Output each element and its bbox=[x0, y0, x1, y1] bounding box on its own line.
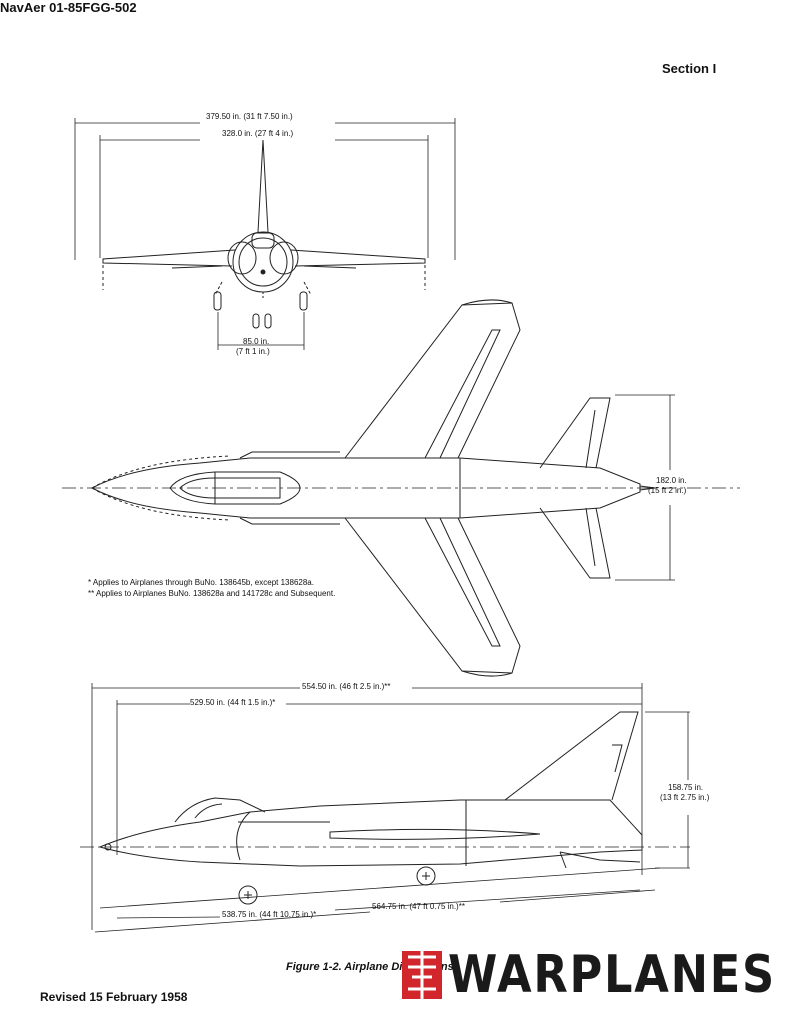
front-span-overall-label: 379.50 in. (31 ft 7.50 in.) bbox=[206, 112, 293, 121]
plan-view bbox=[62, 299, 740, 677]
note-2-mark: ** bbox=[88, 589, 95, 598]
watermark-logo-icon bbox=[402, 951, 442, 999]
note-2-text: Applies to Airplanes BuNo. 138628a and 1… bbox=[96, 589, 336, 598]
length-overall-1-label: 554.50 in. (46 ft 2.5 in.)** bbox=[302, 682, 391, 691]
watermark-text: WARPLANES bbox=[448, 945, 776, 1005]
front-span-wing-label: 328.0 in. (27 ft 4 in.) bbox=[222, 129, 294, 138]
height-label-1: 158.75 in. bbox=[668, 783, 704, 792]
side-view bbox=[80, 683, 690, 933]
length-ground-2-label: 564.75 in. (47 ft 0.75 in.)** bbox=[372, 902, 465, 911]
height-label-2: (13 ft 2.75 in.) bbox=[660, 793, 710, 802]
stab-span-label-1: 182.0 in. bbox=[656, 476, 687, 485]
warplanes-watermark: WARPLANES bbox=[398, 945, 793, 1005]
tread-label-1: 85.0 in. bbox=[243, 337, 270, 346]
stab-span-label-2: (15 ft 2 in.) bbox=[648, 486, 687, 495]
section-label: Section I bbox=[662, 61, 717, 76]
revision-date: Revised 15 February 1958 bbox=[40, 990, 188, 1004]
document-title: NavAer 01-85FGG-502 bbox=[0, 0, 137, 15]
note-1: * Applies to Airplanes through BuNo. 138… bbox=[88, 578, 314, 587]
length-ground-1-label: 538.75 in. (44 ft 10.75 in.)* bbox=[222, 910, 317, 919]
note-1-text: Applies to Airplanes through BuNo. 13864… bbox=[92, 578, 314, 587]
length-overall-2-label: 529.50 in. (44 ft 1.5 in.)* bbox=[190, 698, 276, 707]
note-1-mark: * bbox=[88, 578, 92, 587]
tread-label-2: (7 ft 1 in.) bbox=[236, 347, 270, 356]
front-view bbox=[74, 118, 456, 350]
note-2: ** Applies to Airplanes BuNo. 138628a an… bbox=[88, 589, 335, 598]
